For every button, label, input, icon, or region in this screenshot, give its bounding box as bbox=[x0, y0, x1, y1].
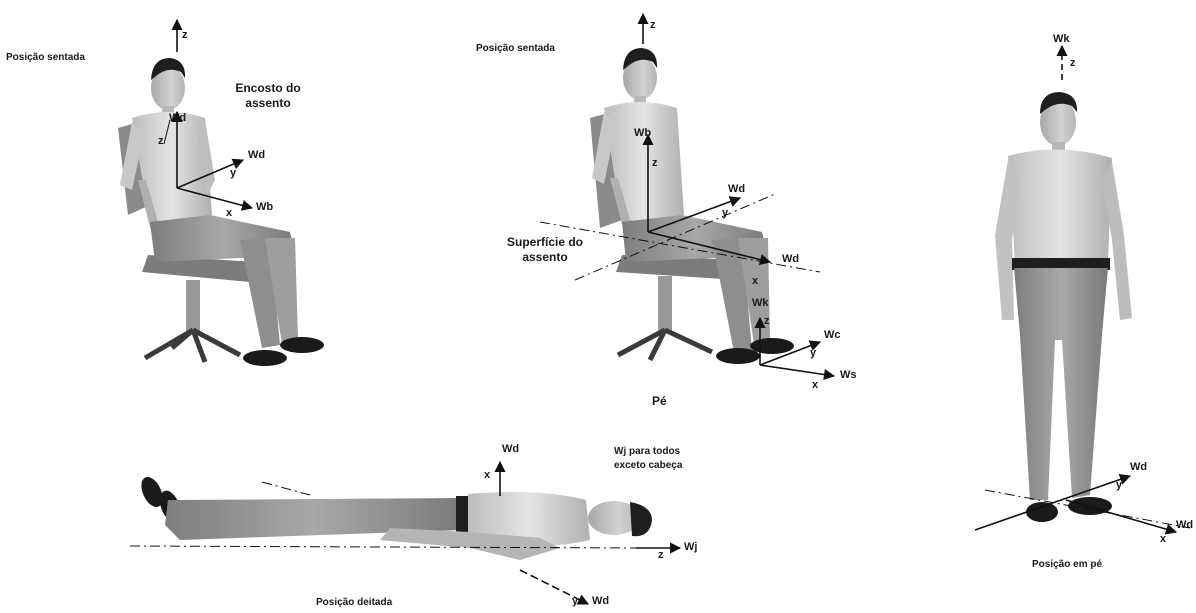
seat-surface-line1: Superfície do bbox=[490, 236, 600, 248]
axis-label-z: z bbox=[652, 158, 658, 169]
axis-label-wd: Wd bbox=[1130, 462, 1147, 473]
axes-seated-seat bbox=[540, 14, 834, 376]
axis-label-wd: Wd bbox=[782, 254, 799, 265]
axis-label-x: x bbox=[752, 276, 758, 287]
axis-label-x: x bbox=[812, 380, 818, 391]
lying-figure bbox=[130, 462, 680, 604]
axis-label-wb: Wb bbox=[256, 202, 273, 213]
axis-label-z: z bbox=[1070, 58, 1076, 69]
seated-backrest-figure bbox=[118, 20, 324, 366]
axis-label-wk: Wk bbox=[1053, 34, 1070, 45]
foot-label: Pé bbox=[652, 395, 667, 407]
standing-title: Posição em pé bbox=[1032, 560, 1102, 570]
axis-label-wj: Wj bbox=[684, 542, 697, 553]
axis-label-wc: Wc bbox=[824, 330, 841, 341]
axis-label-z: z bbox=[764, 316, 770, 327]
axis-label-wd: Wd bbox=[248, 150, 265, 161]
axis-label-y: y bbox=[230, 168, 236, 179]
wj-note-line2: exceto cabeça bbox=[614, 461, 682, 471]
axis-label-wd: Wd bbox=[728, 184, 745, 195]
axis-label-y: y bbox=[572, 596, 578, 607]
standing-figure bbox=[975, 46, 1190, 532]
axis-label-z: z bbox=[182, 30, 188, 41]
seated-backrest-title: Posição sentada bbox=[6, 53, 85, 63]
seat-surface-line2: assento bbox=[490, 251, 600, 263]
axis-label-x: x bbox=[484, 470, 490, 481]
axis-label-x: x bbox=[226, 208, 232, 219]
axis-label-x: x bbox=[1160, 534, 1166, 545]
backrest-annotation-line2: assento bbox=[218, 97, 318, 109]
axis-label-y: y bbox=[722, 208, 728, 219]
axis-label-y: y bbox=[1116, 480, 1122, 491]
axis-label-wk: Wk bbox=[752, 298, 769, 309]
axis-label-wd: Wd bbox=[1176, 520, 1193, 531]
lying-title: Posição deitada bbox=[316, 598, 392, 608]
backrest-annotation-line1: Encosto do bbox=[218, 82, 318, 94]
axis-label-wd: Wd bbox=[502, 444, 519, 455]
seated-seat-figure bbox=[540, 14, 834, 376]
axis-label-z: z bbox=[658, 550, 664, 561]
axis-label-wd: Wd bbox=[169, 113, 186, 124]
axis-label-wd: Wd bbox=[592, 596, 609, 607]
wj-note-line1: Wj para todos bbox=[614, 447, 680, 457]
axis-label-y: y bbox=[810, 348, 816, 359]
seated-seat-title: Posição sentada bbox=[476, 44, 555, 54]
axis-label-wb: Wb bbox=[634, 128, 651, 139]
axis-label-ws: Ws bbox=[840, 370, 857, 381]
axis-label-z: z bbox=[650, 20, 656, 31]
axis-label-z: z bbox=[158, 136, 164, 147]
